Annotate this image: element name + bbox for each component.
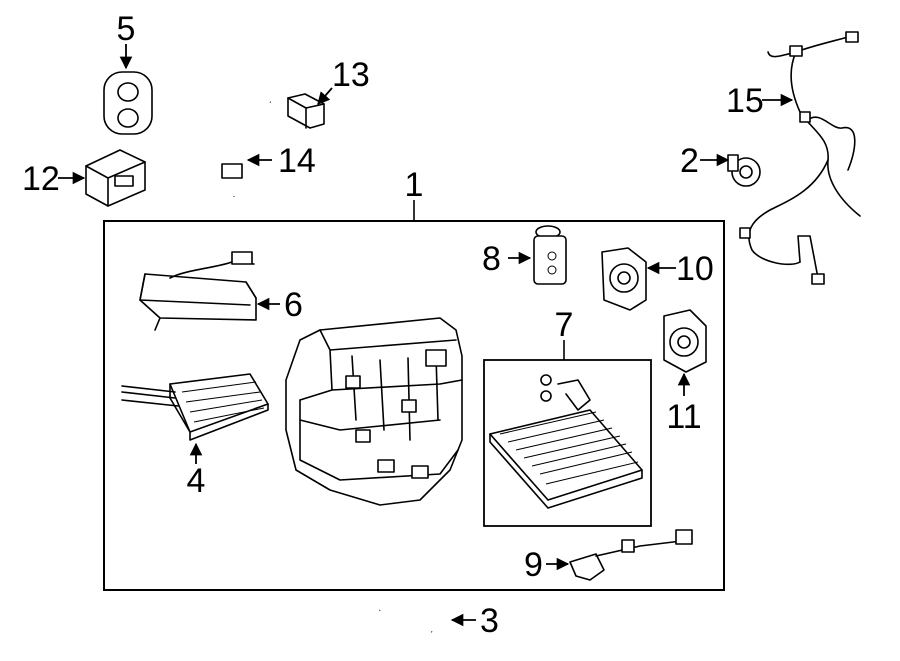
evaporator-frame xyxy=(483,359,652,527)
callout-4: 4 xyxy=(187,462,206,500)
callout-2: 2 xyxy=(680,142,699,180)
callout-5: 5 xyxy=(117,10,136,48)
callout-7: 7 xyxy=(555,306,574,344)
callout-10: 10 xyxy=(676,250,714,288)
callout-1: 1 xyxy=(405,166,424,204)
servo-motor-part xyxy=(601,247,647,311)
callout-13: 13 xyxy=(332,56,370,94)
grommet-part xyxy=(103,71,153,135)
fastener-part xyxy=(727,154,761,187)
hvac-case-part xyxy=(285,317,463,506)
callout-14: 14 xyxy=(278,142,316,180)
callout-6: 6 xyxy=(284,286,303,324)
hose-part xyxy=(208,87,271,197)
filter-part xyxy=(139,251,257,331)
callout-11: 11 xyxy=(666,398,701,436)
module-part xyxy=(85,149,146,207)
actuator-part xyxy=(663,309,707,373)
callout-15: 15 xyxy=(726,82,764,120)
duct-hose-part xyxy=(377,599,450,637)
callout-3: 3 xyxy=(480,602,499,640)
clip-part xyxy=(287,93,325,129)
sensor-part xyxy=(569,529,693,581)
callout-12: 12 xyxy=(22,160,60,198)
heater-core-part xyxy=(121,373,269,441)
evaporator-part xyxy=(489,374,643,509)
callout-8: 8 xyxy=(482,240,501,278)
wire-harness-part xyxy=(739,31,861,285)
expansion-valve-part xyxy=(533,225,567,285)
callout-9: 9 xyxy=(524,546,543,584)
